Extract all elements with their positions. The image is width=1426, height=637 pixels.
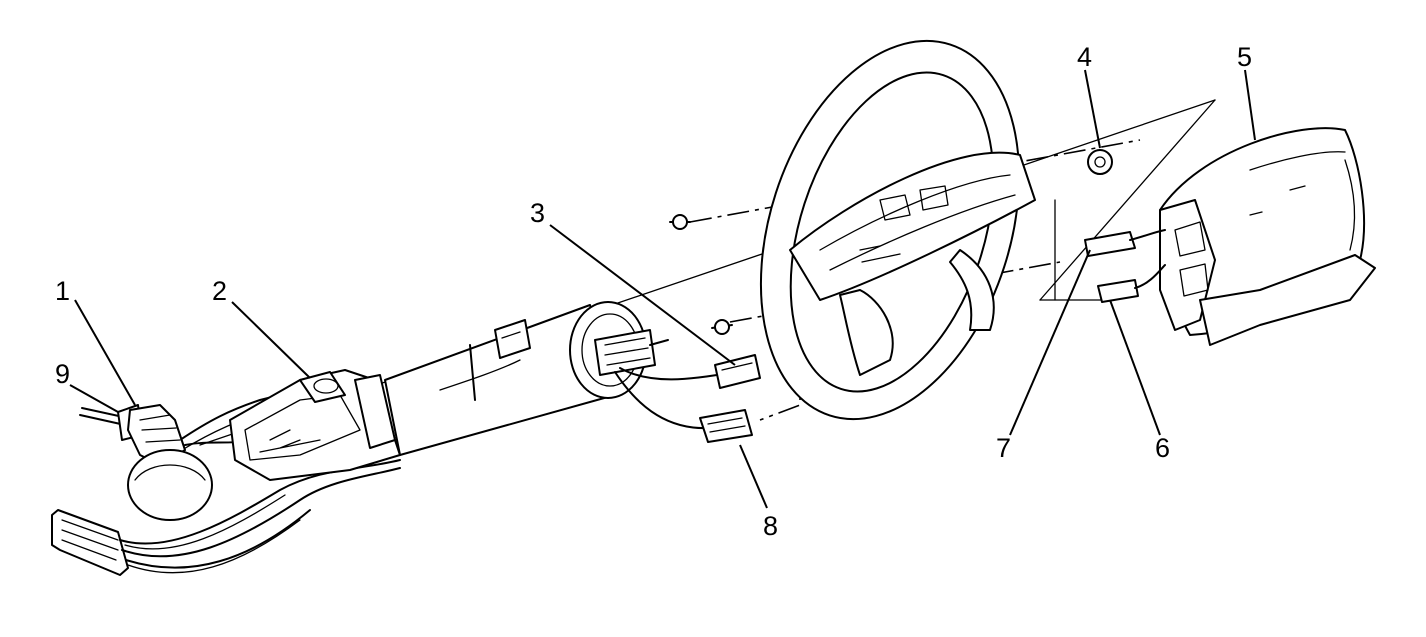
- callout-2: 2: [212, 276, 227, 306]
- callout-5: 5: [1237, 42, 1252, 72]
- airbag-module: [1159, 127, 1376, 346]
- screw-upper: [669, 214, 691, 230]
- clock-spring: [594, 329, 736, 430]
- lead-7: [1084, 229, 1166, 257]
- column-housing: [229, 369, 401, 481]
- screw-lower: [711, 319, 733, 335]
- callout-6: 6: [1155, 433, 1170, 463]
- column-tube: [384, 301, 647, 456]
- steering-wheel: [759, 39, 1036, 421]
- callout-8: 8: [763, 511, 778, 541]
- connector-3: [714, 354, 761, 389]
- leader-lines: [69, 69, 1256, 509]
- callout-labels: 1 2 3 4 5 6 7 8 9: [55, 42, 1252, 541]
- switch-bracket: [127, 404, 251, 521]
- callout-3: 3: [530, 198, 545, 228]
- callout-1: 1: [55, 276, 70, 306]
- connector-6: [1097, 264, 1166, 303]
- connector-8: [699, 409, 753, 443]
- callout-9: 9: [55, 359, 70, 389]
- callout-4: 4: [1077, 42, 1092, 72]
- nut: [1087, 149, 1113, 175]
- callout-7: 7: [996, 433, 1011, 463]
